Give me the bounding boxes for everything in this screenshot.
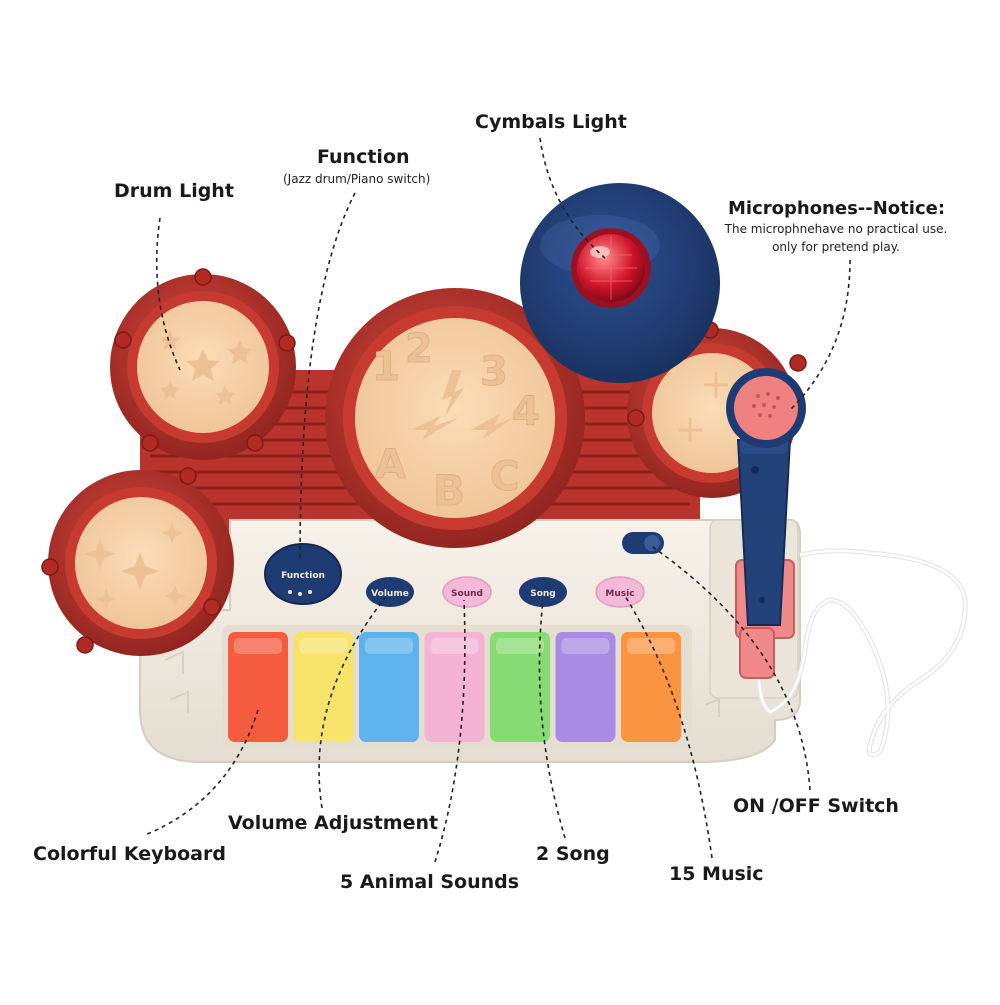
cymbal[interactable] (520, 183, 720, 383)
piano-key[interactable] (621, 632, 681, 742)
lightning-decoration (410, 370, 516, 440)
label-volume-adjustment: Volume Adjustment (228, 812, 439, 834)
keyboard (222, 625, 692, 749)
volume-button[interactable]: Volume (366, 577, 414, 607)
star-decoration (160, 330, 253, 405)
label-microphones: Microphones--Notice: (728, 198, 946, 219)
song-button[interactable]: Song (519, 577, 567, 607)
label-function: Function (317, 146, 410, 168)
microphone[interactable] (726, 368, 806, 679)
label-microphones-sub2: only for pretend play. (772, 240, 900, 254)
piano-key-highlight (234, 638, 282, 654)
svg-text:Song: Song (530, 589, 556, 599)
svg-text:Music: Music (605, 589, 634, 599)
music-note-decoration (164, 650, 720, 717)
piano-key-highlight (496, 638, 544, 654)
label-cymbals-light: Cymbals Light (475, 111, 627, 133)
drum-bottom-left[interactable] (41, 467, 234, 656)
drum-top-left[interactable] (110, 268, 296, 460)
svg-text:C: C (490, 454, 519, 500)
svg-text:Function: Function (281, 571, 325, 581)
piano-key[interactable] (228, 632, 288, 742)
music-button[interactable]: Music (595, 576, 645, 608)
svg-text:2: 2 (405, 326, 433, 372)
callout-lines (144, 137, 851, 863)
drum-center[interactable]: 1 2 3 4 A B C (325, 288, 585, 548)
piano-key-highlight (430, 638, 479, 654)
piano-key-highlight (299, 638, 348, 654)
sparkle-decoration (84, 522, 186, 610)
svg-text:Sound: Sound (451, 589, 483, 599)
svg-text:4: 4 (512, 389, 540, 435)
label-fifteen-music: 15 Music (669, 863, 764, 885)
piano-key[interactable] (490, 632, 550, 742)
piano-key[interactable] (555, 632, 616, 742)
svg-text:Volume: Volume (371, 589, 409, 599)
svg-text:1: 1 (372, 344, 400, 390)
piano-key-highlight (561, 638, 610, 654)
svg-text:3: 3 (480, 349, 508, 395)
sound-button[interactable]: Sound (442, 576, 492, 608)
piano-key-highlight (365, 638, 413, 654)
svg-text:A: A (375, 442, 406, 488)
snowflake-decoration (678, 372, 728, 442)
piano-key[interactable] (359, 632, 419, 742)
label-on-off-switch: ON /OFF Switch (733, 795, 899, 817)
label-drum-light: Drum Light (114, 180, 234, 202)
label-colorful-keyboard: Colorful Keyboard (33, 843, 226, 865)
drum-number-letter-markings: 1 2 3 4 A B C (372, 326, 541, 516)
svg-text:B: B (433, 466, 465, 515)
piano-key-highlight (627, 638, 675, 654)
label-microphones-sub1: The microphnehave no practical use. (724, 222, 948, 236)
piano-key[interactable] (293, 632, 354, 742)
on-off-switch[interactable] (622, 532, 664, 554)
label-function-sub: (Jazz drum/Piano switch) (283, 172, 431, 186)
function-button[interactable]: Function (264, 543, 342, 605)
label-animal-sounds: 5 Animal Sounds (340, 871, 520, 893)
piano-key[interactable] (424, 632, 485, 742)
label-two-song: 2 Song (536, 843, 610, 865)
